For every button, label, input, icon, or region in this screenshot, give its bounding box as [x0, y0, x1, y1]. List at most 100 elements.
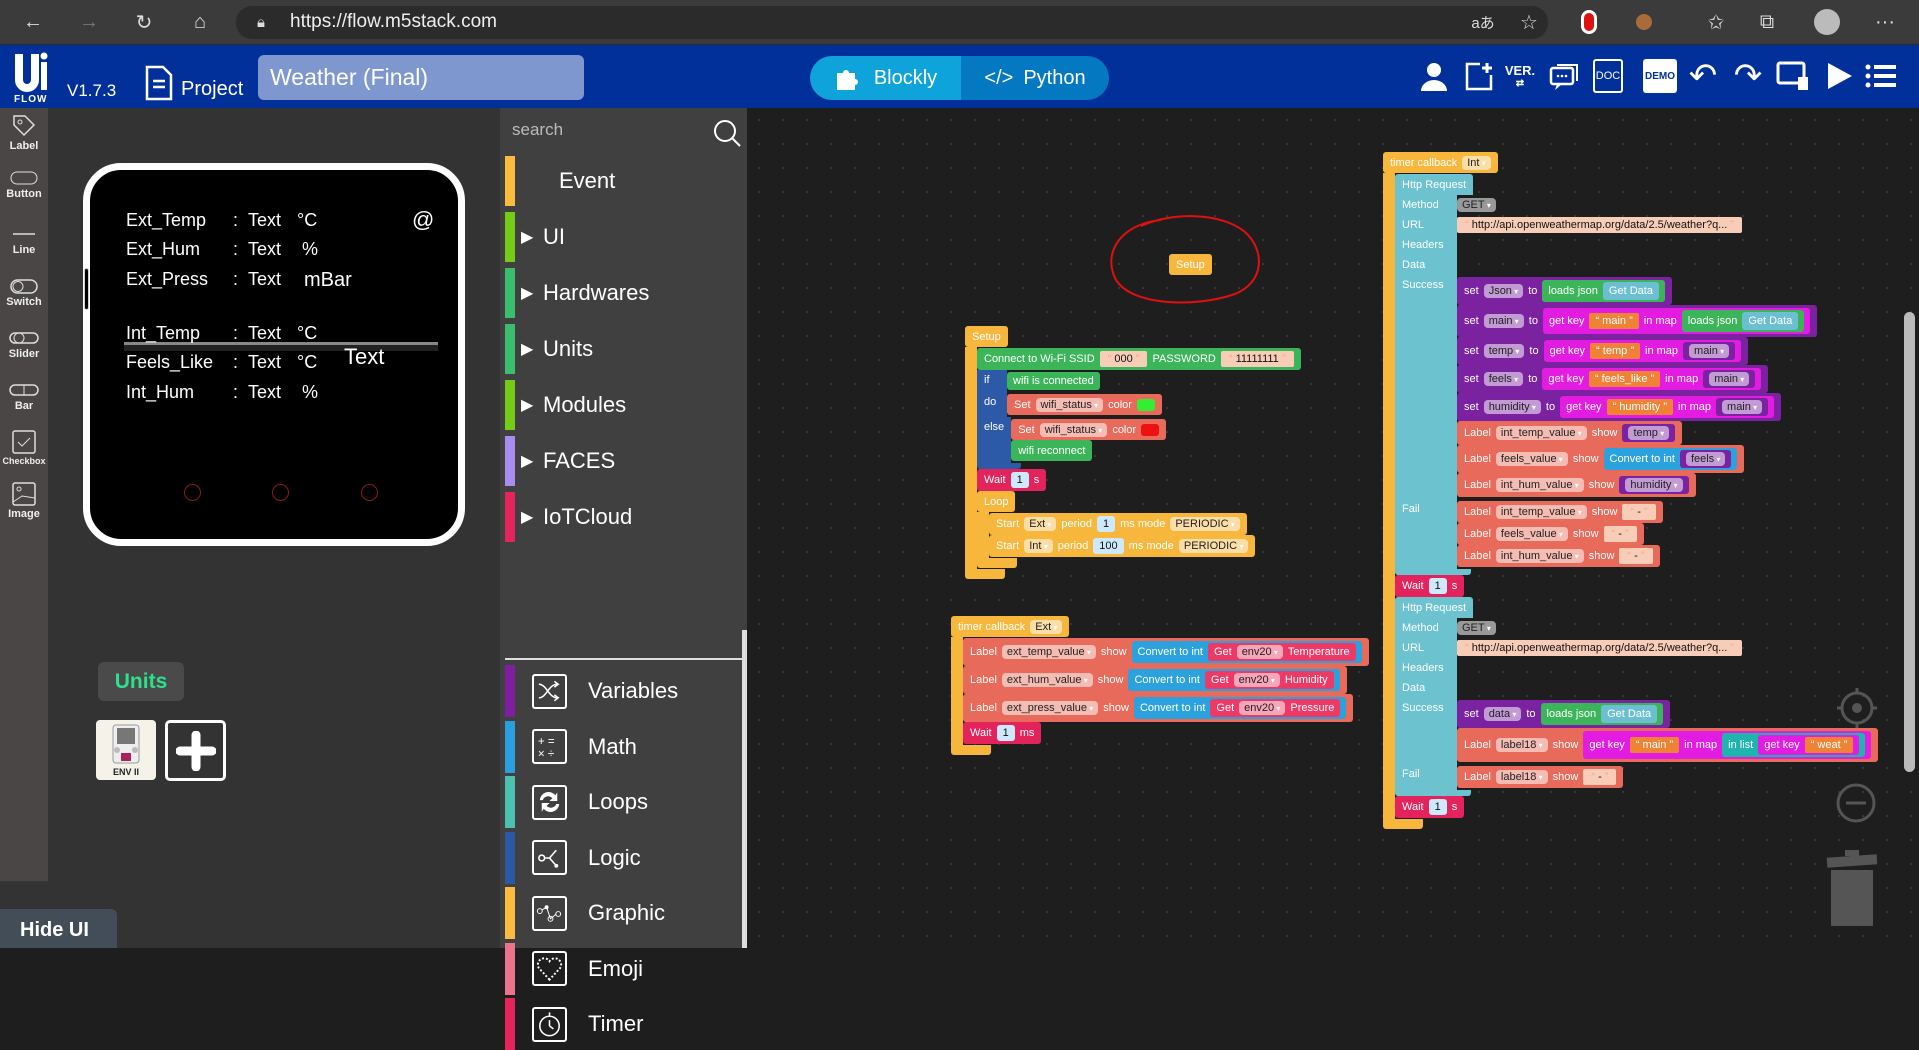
string-literal[interactable]: - — [1603, 526, 1637, 542]
screen-separator[interactable]: : — [233, 210, 239, 230]
nested-block[interactable]: Get Data — [1742, 312, 1799, 330]
dropdown-field[interactable]: feels — [1483, 372, 1524, 386]
dropdown-field[interactable]: main — [1689, 344, 1730, 358]
palette-category-loops[interactable]: Loops — [500, 776, 740, 828]
dropdown-field[interactable]: PERIODIC — [1170, 517, 1240, 531]
demo-icon[interactable]: DEMO — [1643, 59, 1677, 93]
palette-category-hardwares[interactable]: ▶Hardwares — [500, 268, 740, 318]
block-http[interactable]: Http RequestMethodGETURLhttp://api.openw… — [1395, 174, 1818, 575]
dropdown-field[interactable]: GET — [1457, 198, 1496, 212]
project-file-icon[interactable] — [144, 65, 174, 101]
screen-label[interactable]: Ext_Temp — [126, 210, 207, 230]
palette-category-logic[interactable]: Logic — [500, 831, 740, 884]
string-literal[interactable]: http://api.openweathermap.org/data/2.5/w… — [1457, 217, 1743, 233]
hardware-button-a[interactable] — [184, 484, 201, 501]
block-hat[interactable]: timer callbackIntHttp RequestMethodGETUR… — [1383, 152, 1879, 829]
number-input[interactable]: 1 — [1010, 472, 1029, 488]
palette-category-timer[interactable]: Timer — [500, 998, 740, 1050]
nested-block[interactable]: wifi is connected — [1007, 372, 1100, 390]
dropdown-field[interactable]: int_temp_value — [1495, 505, 1587, 519]
widget-checkbox[interactable]: Checkbox — [0, 428, 48, 466]
palette-category-ui[interactable]: ▶UI — [500, 212, 740, 262]
zoom-out-icon[interactable] — [1835, 782, 1877, 824]
recenter-icon[interactable] — [1835, 686, 1879, 730]
project-button[interactable]: Project — [181, 78, 244, 100]
string-literal[interactable]: - — [1619, 548, 1653, 564]
palette-category-variables[interactable]: Variables — [500, 665, 740, 717]
key-string[interactable]: feels_like — [1588, 371, 1661, 387]
workspace-scrollbar[interactable] — [1904, 312, 1915, 772]
dropdown-field[interactable]: ext_temp_value — [1001, 645, 1096, 659]
dropdown-field[interactable]: Json — [1483, 284, 1524, 298]
widget-line[interactable]: Line — [0, 224, 48, 256]
number-input[interactable]: 1 — [1096, 516, 1116, 532]
block-http[interactable]: Http RequestMethodGETURLhttp://api.openw… — [1395, 597, 1879, 796]
dropdown-field[interactable]: temp — [1628, 426, 1670, 440]
dropdown-field[interactable]: Ext — [1030, 619, 1063, 634]
key-string[interactable]: humidity — [1606, 399, 1673, 415]
dropdown-field[interactable]: humidity — [1625, 478, 1683, 492]
screen-value[interactable]: Text — [248, 323, 282, 343]
home-icon[interactable]: ⌂ — [193, 10, 207, 33]
chat-icon[interactable] — [1548, 59, 1582, 93]
dropdown-field[interactable]: wifi_status — [1039, 422, 1108, 437]
key-string[interactable]: main — [1589, 313, 1639, 329]
screen-value[interactable]: Text — [248, 269, 282, 289]
key-string[interactable]: weat — [1804, 737, 1854, 753]
block-green[interactable]: Connect to Wi-Fi SSID000PASSWORD11111111 — [977, 348, 1301, 370]
dropdown-field[interactable]: int_temp_value — [1495, 426, 1587, 440]
string-literal[interactable]: http://api.openweathermap.org/data/2.5/w… — [1457, 640, 1743, 656]
dropdown-field[interactable]: label18 — [1495, 770, 1548, 784]
device-screen[interactable]: Ext_Temp : Text °C Ext_Hum : Text % Ext_… — [83, 163, 465, 546]
cookie-icon[interactable] — [1631, 9, 1657, 35]
dropdown-field[interactable]: Int — [1024, 539, 1053, 553]
dropdown-field[interactable]: humidity — [1483, 400, 1541, 414]
screen-unit[interactable]: °C — [297, 323, 318, 343]
number-input[interactable]: 1 — [1428, 578, 1447, 594]
user-icon[interactable] — [1417, 59, 1451, 93]
hide-ui-button[interactable]: Hide UI — [0, 909, 117, 948]
nested-block[interactable]: get keyweat — [1758, 735, 1860, 755]
screen-separator[interactable]: : — [233, 382, 239, 402]
number-input[interactable]: 1 — [996, 725, 1015, 741]
block-stack[interactable]: timer callbackIntHttp RequestMethodGETUR… — [1383, 152, 1879, 829]
dropdown-field[interactable]: GET — [1457, 621, 1496, 635]
nested-block[interactable]: Getenv20Pressure — [1210, 699, 1341, 717]
url-text[interactable]: https://flow.m5stack.com — [290, 11, 497, 32]
screen-unit[interactable]: °C — [297, 210, 318, 230]
key-string[interactable]: main — [1629, 737, 1680, 753]
screen-separator[interactable]: : — [233, 352, 239, 372]
dropdown-field[interactable]: env20 — [1236, 645, 1283, 659]
add-unit-button[interactable] — [165, 720, 226, 781]
block-event[interactable]: Setup — [1169, 254, 1212, 275]
block-green[interactable]: wifi reconnect — [1011, 440, 1093, 461]
widget-slider[interactable]: Slider — [0, 328, 48, 360]
dropdown-field[interactable]: ext_hum_value — [1001, 673, 1093, 687]
widget-button[interactable]: Button — [0, 168, 48, 200]
lock-icon[interactable]: 🔒︎ — [257, 13, 265, 31]
palette-category-event[interactable]: Event — [500, 156, 740, 206]
doc-icon[interactable]: DOC — [1593, 59, 1623, 93]
screen-label[interactable]: Feels_Like — [126, 352, 214, 372]
dropdown-field[interactable]: feels — [1685, 452, 1726, 466]
number-input[interactable]: 100 — [1093, 538, 1124, 554]
